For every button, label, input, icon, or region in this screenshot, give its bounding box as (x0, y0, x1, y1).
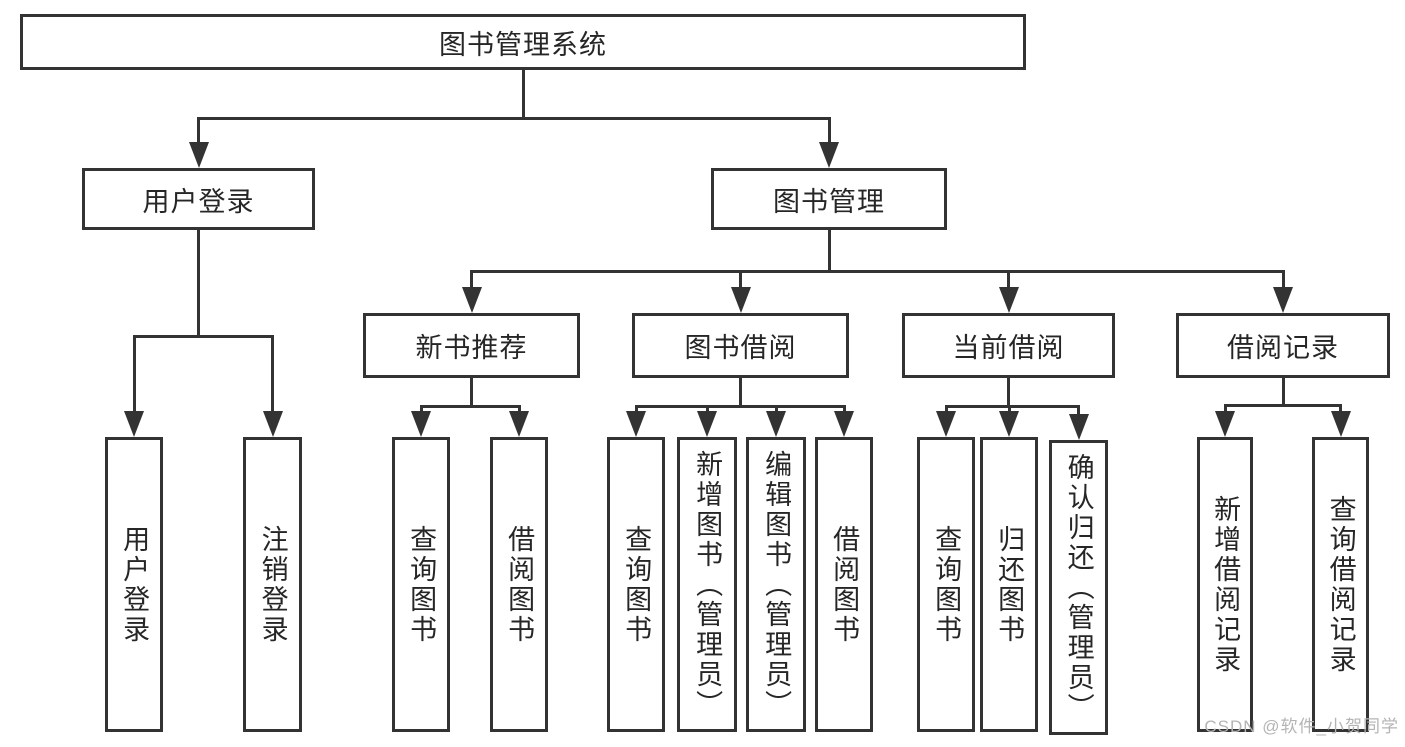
arrowhead (766, 411, 786, 437)
arrowhead (461, 287, 482, 313)
leaf-query-books-recommend: 查询图书 (392, 437, 450, 732)
connector (1339, 403, 1342, 416)
connector (419, 404, 423, 417)
connector (1077, 404, 1080, 417)
node-current-borrow: 当前借阅 (902, 313, 1115, 378)
connector (1007, 404, 1011, 417)
arrowhead (936, 411, 956, 437)
connector (842, 404, 846, 417)
leaf-confirm-return-admin: 确认归还（管理员） (1049, 440, 1108, 735)
connector (1281, 269, 1285, 290)
connector (470, 269, 1285, 273)
connector (944, 404, 1080, 408)
connector (271, 334, 274, 413)
node-book-borrow: 图书借阅 (632, 313, 849, 378)
connector (634, 404, 638, 417)
leaf-confirm-return-admin-label: 确认归还（管理员） (1063, 452, 1094, 723)
connector (705, 404, 709, 417)
node-new-book-recommend-label: 新书推荐 (415, 333, 528, 363)
leaf-query-books-current-label: 查询图书 (931, 524, 962, 645)
arrowhead (509, 411, 529, 437)
connector (517, 404, 521, 417)
connector (470, 378, 473, 406)
arrowhead (124, 411, 144, 437)
connector (1223, 403, 1227, 416)
leaf-return-book: 归还图书 (980, 437, 1038, 732)
leaf-logout: 注销登录 (243, 437, 302, 732)
leaf-query-books-borrow-label: 查询图书 (621, 524, 652, 645)
connector (470, 269, 473, 290)
connector (739, 378, 742, 406)
leaf-query-borrow-record: 查询借阅记录 (1312, 437, 1369, 732)
leaf-user-login-label: 用户登录 (119, 524, 150, 645)
leaf-query-books-recommend-label: 查询图书 (406, 524, 437, 645)
connector (1007, 378, 1010, 406)
node-root: 图书管理系统 (20, 14, 1026, 70)
node-root-label: 图书管理系统 (439, 29, 607, 60)
connector (419, 404, 521, 408)
connector (1007, 269, 1010, 290)
arrowhead (998, 287, 1019, 313)
arrowhead (262, 411, 283, 437)
leaf-add-book-admin: 新增图书（管理员） (677, 437, 737, 732)
node-user-login-label: 用户登录 (142, 186, 255, 217)
connector (739, 269, 742, 290)
leaf-add-book-admin-label: 新增图书（管理员） (692, 449, 723, 720)
arrowhead (411, 411, 431, 437)
connector (944, 404, 948, 417)
leaf-query-books-current: 查询图书 (917, 437, 975, 732)
connector (521, 70, 525, 118)
leaf-return-book-label: 归还图书 (994, 524, 1025, 645)
csdn-watermark: CSDN @软件_小贺同学 (1204, 717, 1399, 736)
connector (774, 404, 778, 417)
leaf-query-books-borrow: 查询图书 (607, 437, 665, 732)
leaf-edit-book-admin: 编辑图书（管理员） (746, 437, 806, 732)
connector (1223, 403, 1342, 407)
arrowhead (1215, 411, 1235, 437)
leaf-borrow-books: 借阅图书 (815, 437, 873, 732)
arrowhead (697, 411, 717, 437)
node-book-borrow-label: 图书借阅 (684, 333, 797, 363)
connector (634, 404, 846, 408)
connector (827, 116, 831, 145)
connector (197, 116, 831, 120)
arrowhead (1330, 411, 1351, 437)
arrowhead (626, 411, 646, 437)
leaf-add-borrow-record: 新增借阅记录 (1197, 437, 1253, 732)
node-borrow-records-label: 借阅记录 (1227, 333, 1339, 363)
leaf-borrow-books-label: 借阅图书 (829, 524, 860, 645)
leaf-borrow-books-recommend: 借阅图书 (490, 437, 548, 732)
node-current-borrow-label: 当前借阅 (952, 333, 1065, 363)
leaf-user-login: 用户登录 (105, 437, 163, 732)
arrowhead (999, 411, 1019, 437)
arrowhead (819, 142, 839, 168)
leaf-logout-label: 注销登录 (257, 524, 288, 645)
arrowhead (188, 142, 209, 168)
node-borrow-records: 借阅记录 (1176, 313, 1390, 378)
connector (197, 230, 200, 336)
connector (827, 230, 831, 272)
node-user-login: 用户登录 (82, 168, 315, 230)
arrowhead (834, 411, 854, 437)
leaf-borrow-books-recommend-label: 借阅图书 (504, 524, 535, 645)
arrowhead (1068, 414, 1089, 440)
connector (132, 334, 274, 338)
node-book-management-label: 图书管理 (773, 186, 885, 217)
connector (197, 116, 200, 145)
leaf-query-borrow-record-label: 查询借阅记录 (1325, 494, 1356, 675)
arrowhead (1273, 287, 1293, 313)
leaf-add-borrow-record-label: 新增借阅记录 (1210, 494, 1241, 675)
node-book-management: 图书管理 (711, 168, 947, 230)
connector (1281, 378, 1285, 405)
connector (132, 334, 136, 413)
leaf-edit-book-admin-label: 编辑图书（管理员） (761, 449, 792, 720)
node-new-book-recommend: 新书推荐 (363, 313, 580, 378)
arrowhead (730, 287, 751, 313)
